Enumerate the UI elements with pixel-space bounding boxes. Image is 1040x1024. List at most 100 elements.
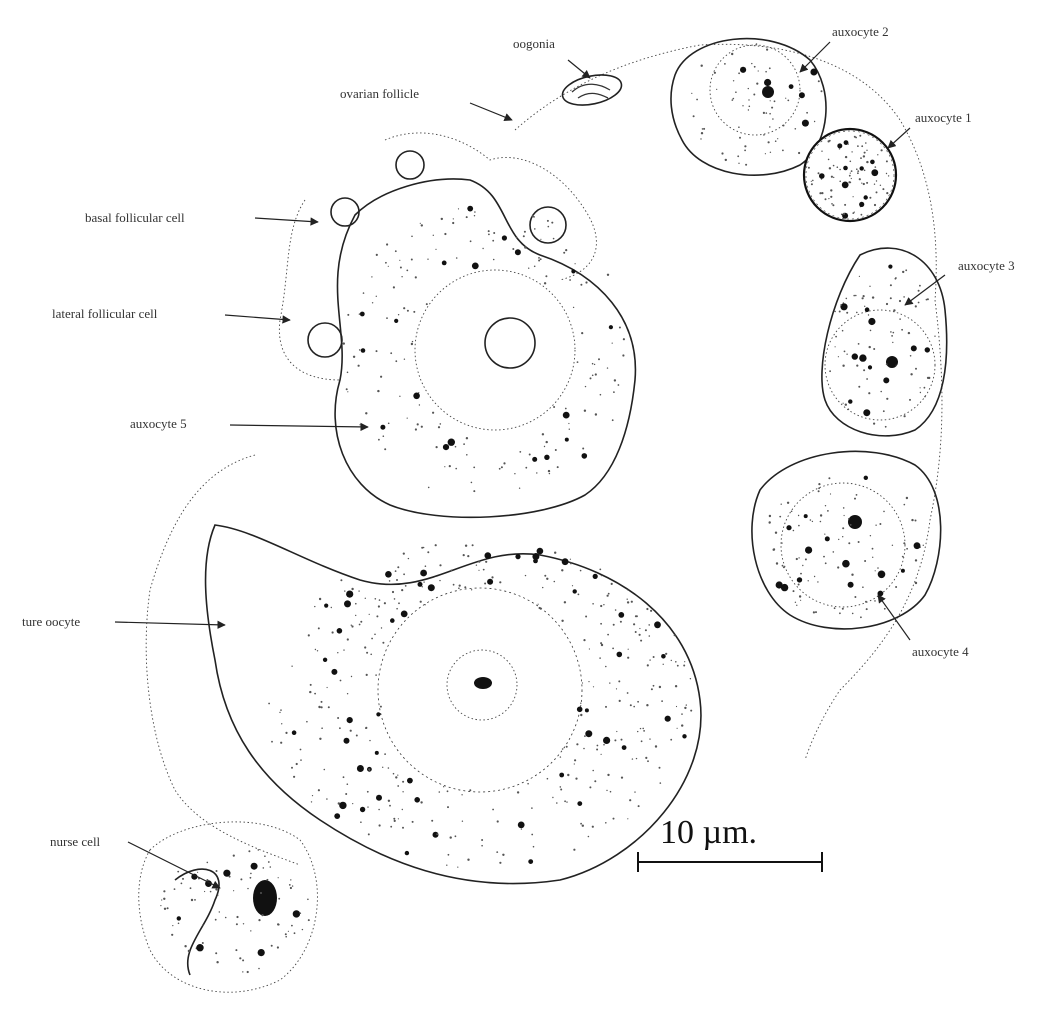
stipple-dot (839, 148, 841, 150)
stipple-dot (748, 99, 749, 100)
stipple-dot (493, 232, 495, 234)
stipple-dot (812, 180, 814, 182)
stipple-dot (613, 624, 615, 626)
stipple-dot (814, 121, 815, 122)
label-ture-oocyte: ture oocyte (22, 614, 80, 629)
stipple-dot (390, 352, 392, 354)
stipple-dot (384, 602, 386, 604)
stipple-dot (491, 576, 493, 578)
stipple-dot (869, 286, 870, 287)
stipple-dot (376, 615, 378, 617)
stipple-dot (444, 466, 445, 467)
stipple-dot (581, 332, 583, 334)
stipple-dot (934, 336, 935, 337)
stipple-dot (582, 448, 584, 450)
stipple-dot (866, 608, 868, 610)
stipple-dot (875, 166, 877, 168)
follicular-cells (279, 133, 596, 380)
stipple-dot (580, 570, 582, 572)
stipple-dot (905, 269, 907, 271)
stipple-dot (825, 505, 826, 506)
stipple-dot (874, 600, 876, 602)
stipple-dot (219, 911, 220, 912)
stipple-dot (614, 739, 616, 741)
stipple-dot (403, 307, 405, 309)
stipple-dot (893, 332, 895, 334)
stipple-dot (845, 156, 847, 158)
stipple-dot (820, 514, 822, 516)
stipple-dot (890, 297, 892, 299)
stipple-dot (607, 774, 609, 776)
stipple-dot (296, 763, 298, 765)
stipple-dot (592, 603, 594, 605)
stipple-dot (318, 706, 320, 708)
stipple-dot (663, 664, 664, 665)
stipple-dot (549, 473, 550, 474)
stipple-dot (569, 429, 570, 430)
stipple-dot (233, 855, 235, 857)
stipple-dot (395, 250, 397, 252)
stipple-dot (781, 504, 782, 505)
stipple-dot (696, 99, 698, 101)
stipple-dot (574, 763, 575, 764)
stipple-dot (285, 933, 287, 935)
stipple-dot (566, 801, 567, 802)
stipple-dot (548, 226, 550, 228)
stipple-dot (857, 172, 859, 174)
stipple-dot (411, 259, 413, 261)
stipple-dot (300, 749, 302, 751)
stipple-dot (347, 391, 348, 392)
stipple-dot (597, 745, 599, 747)
stipple-dot (291, 666, 292, 667)
stipple-dot (828, 477, 830, 479)
stipple-dot (621, 777, 623, 779)
stipple-dot (829, 140, 831, 142)
stipple-dot (819, 192, 821, 194)
stipple-dot (856, 365, 858, 367)
stipple-dot (641, 740, 643, 742)
label-basal-follicular-cell: basal follicular cell (85, 210, 185, 225)
stipple-dot (640, 728, 641, 729)
stipple-dot (686, 704, 687, 705)
scale-bar: 10 µm. (638, 814, 822, 872)
label-auxocyte-1: auxocyte 1 (915, 110, 972, 125)
stipple-dot (815, 611, 817, 613)
stipple-dot (649, 738, 650, 739)
stipple-dot (748, 88, 749, 89)
stipple-dot (802, 565, 803, 566)
stipple-dot (334, 813, 340, 819)
stipple-dot (647, 760, 649, 762)
stipple-dot (618, 680, 620, 682)
stipple-dot (499, 581, 501, 583)
stipple-dot (527, 783, 529, 785)
stipple-dot (469, 789, 471, 791)
stipple-dot (560, 786, 562, 788)
stipple-dot (562, 748, 564, 750)
stipple-dot (360, 621, 362, 623)
stipple-dot (821, 90, 823, 92)
stipple-dot (559, 773, 564, 778)
stipple-dot (443, 786, 444, 787)
stipple-dot (799, 92, 805, 98)
stipple-dot (820, 521, 822, 523)
stipple-dot (499, 468, 501, 470)
stipple-dot (804, 514, 808, 518)
stipple-dot (835, 336, 837, 338)
stipple-dot (877, 567, 879, 569)
stipple-dot (583, 748, 585, 750)
stipple-dot (372, 302, 373, 303)
stipple-dot (631, 601, 633, 603)
stipple-dot (502, 235, 507, 240)
stipple-dot (360, 821, 362, 823)
stipple-dot (677, 728, 678, 729)
stipple-dot (906, 497, 908, 499)
stipple-dot (443, 444, 449, 450)
stipple-dot (388, 423, 390, 425)
stipple-dot (277, 946, 279, 948)
stipple-dot (635, 615, 637, 617)
stipple-dot (926, 299, 928, 301)
stipple-dot (556, 802, 558, 804)
stipple-dot (896, 365, 897, 366)
stipple-dot (360, 807, 365, 812)
stipple-dot (842, 608, 844, 610)
